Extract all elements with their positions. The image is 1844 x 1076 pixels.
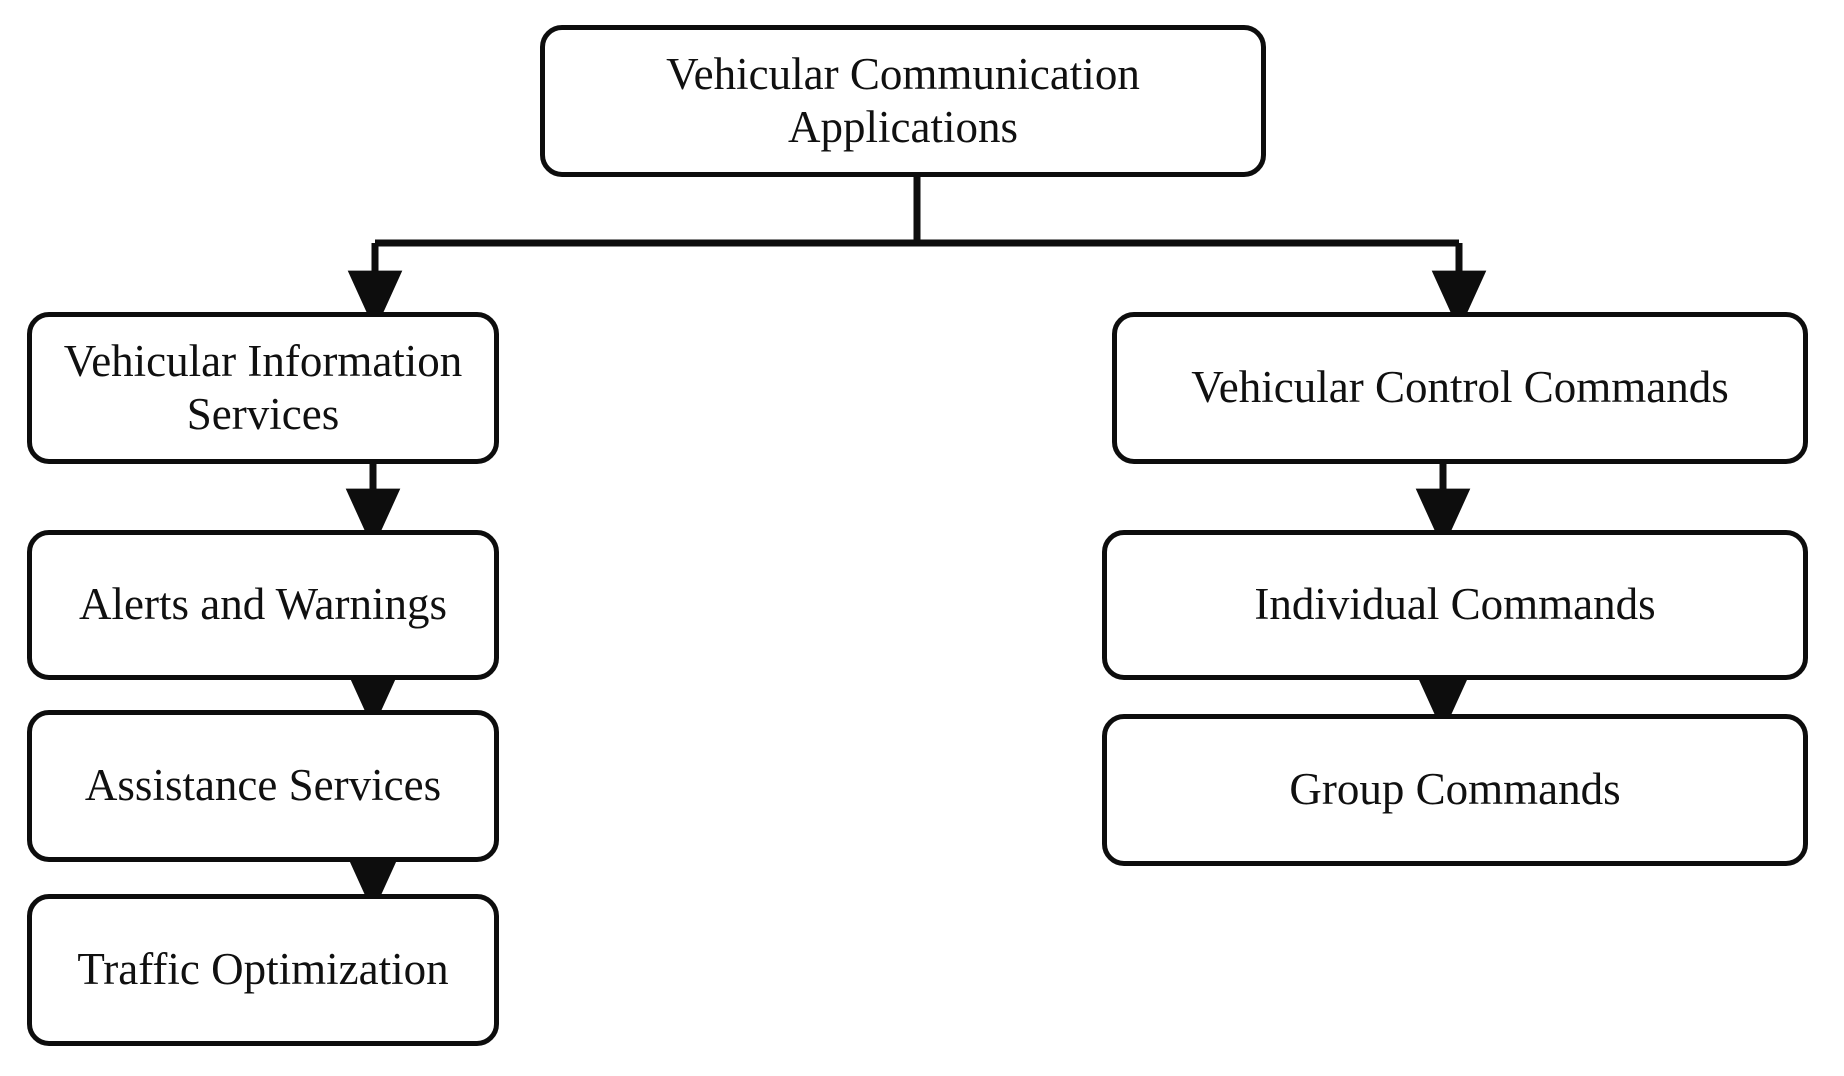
node-vehicular-information-services[interactable]: Vehicular Information Services: [27, 312, 499, 464]
node-label: Alerts and Warnings: [79, 579, 447, 630]
node-alerts-and-warnings[interactable]: Alerts and Warnings: [27, 530, 499, 680]
node-label: Vehicular Communication Applications: [666, 48, 1140, 152]
node-group-commands[interactable]: Group Commands: [1102, 714, 1808, 866]
node-label: Vehicular Information Services: [63, 335, 463, 439]
node-label: Individual Commands: [1254, 579, 1656, 630]
node-label: Assistance Services: [84, 760, 442, 811]
node-traffic-optimization[interactable]: Traffic Optimization: [27, 894, 499, 1046]
node-vehicular-control-commands[interactable]: Vehicular Control Commands: [1112, 312, 1808, 464]
node-label: Group Commands: [1289, 764, 1621, 815]
node-assistance-services[interactable]: Assistance Services: [27, 710, 499, 862]
node-label: Vehicular Control Commands: [1191, 362, 1729, 413]
node-label: Traffic Optimization: [77, 944, 449, 995]
connector-root-to-bus: [375, 177, 1459, 247]
node-individual-commands[interactable]: Individual Commands: [1102, 530, 1808, 680]
node-vehicular-communication-applications[interactable]: Vehicular Communication Applications: [540, 25, 1266, 177]
